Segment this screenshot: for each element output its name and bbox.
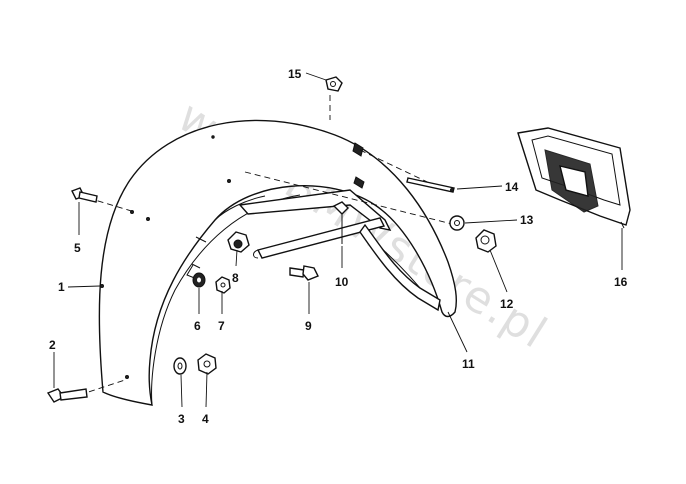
callout-5: 5 — [74, 241, 81, 255]
callout-11: 11 — [462, 357, 475, 371]
washer-part-13 — [449, 215, 465, 231]
callout-1: 1 — [58, 280, 65, 294]
mudflap-part-16 — [517, 127, 631, 229]
rod-part-14 — [406, 177, 455, 193]
callout-3: 3 — [178, 412, 185, 426]
callout-16: 16 — [614, 275, 628, 289]
bolt-part-10 — [332, 201, 349, 244]
lockwasher-part-6 — [192, 272, 206, 288]
callout-labels: 1 2 3 4 5 6 7 8 9 10 11 12 13 14 15 16 — [49, 67, 628, 426]
callout-4: 4 — [202, 412, 209, 426]
nut-part-7 — [215, 276, 231, 294]
callout-2: 2 — [49, 338, 56, 352]
callout-9: 9 — [305, 319, 312, 333]
leader-lines — [53, 72, 623, 408]
callout-6: 6 — [194, 319, 201, 333]
callout-7: 7 — [218, 319, 225, 333]
capnut-part-12 — [475, 229, 497, 253]
washer-part-3 — [173, 357, 187, 375]
callout-12: 12 — [500, 297, 514, 311]
callout-15: 15 — [288, 67, 302, 81]
bolt-part-2 — [46, 388, 88, 403]
fender-stay — [238, 189, 441, 312]
bolt-part-9 — [289, 265, 319, 281]
callout-10: 10 — [335, 275, 349, 289]
screw-part-15 — [325, 76, 343, 92]
capnut-part-8 — [227, 231, 250, 253]
callout-14: 14 — [505, 180, 519, 194]
callout-13: 13 — [520, 213, 534, 227]
nut-part-4 — [197, 353, 217, 375]
bolt-part-5 — [71, 187, 98, 203]
callout-8: 8 — [232, 271, 239, 285]
